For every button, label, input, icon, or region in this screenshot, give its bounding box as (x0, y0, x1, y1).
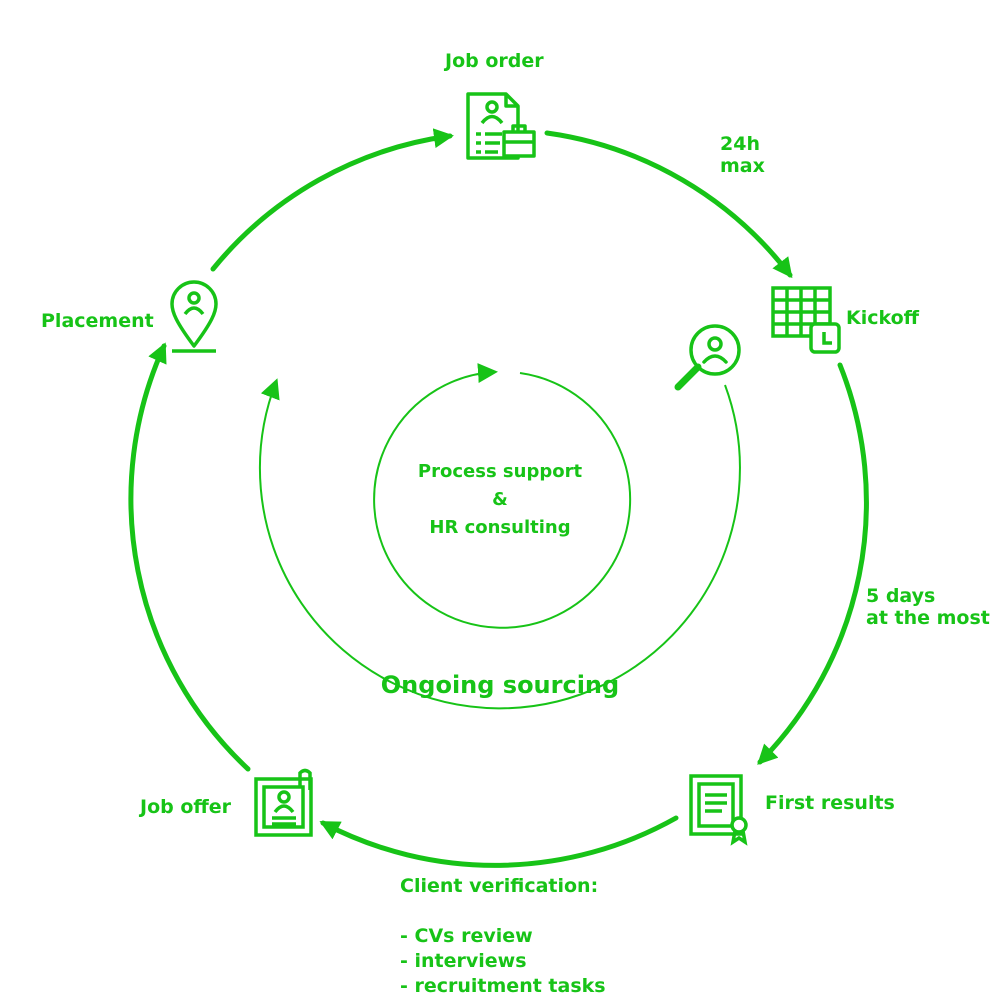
step-label-kickoff: Kickoff (846, 307, 920, 329)
calendar-clock-icon (771, 286, 841, 354)
center-text: Process support & HR consulting (400, 458, 600, 542)
client-verification-item: - CVs review (400, 925, 533, 947)
step-label-job-offer: Job offer (140, 796, 232, 818)
arc-job-offer-to-placement (128, 342, 251, 772)
timing-24h-max: 24h max (720, 133, 765, 178)
timing-5-days: 5 days at the most (866, 585, 990, 630)
arc-placement-to-job-order (210, 128, 454, 272)
process-support-loop (373, 363, 632, 629)
timing-24h-line1: 24h (720, 133, 760, 155)
client-verification-title: Client verification: (400, 875, 599, 897)
resume-briefcase-icon (466, 92, 536, 160)
contract-clipboard-icon (254, 768, 313, 837)
search-person-icon (674, 324, 741, 391)
client-verification: Client verification: - CVs review - inte… (400, 874, 606, 999)
ongoing-sourcing-loop (258, 378, 741, 710)
arc-first-results-to-job-offer (319, 815, 679, 868)
client-verification-item: - interviews (400, 950, 527, 972)
arc-job-order-to-kickoff (544, 130, 793, 279)
timing-24h-line2: max (720, 154, 765, 177)
step-label-first-results: First results (765, 792, 895, 814)
center-line-3: HR consulting (429, 517, 571, 538)
ongoing-sourcing-label: Ongoing sourcing (380, 671, 620, 699)
step-label-job-order: Job order (445, 50, 544, 72)
location-person-pin-icon (170, 280, 218, 353)
center-line-2: & (492, 489, 508, 510)
timing-5-days-line2: at the most (866, 606, 990, 629)
arc-kickoff-to-first-results (757, 362, 869, 765)
step-label-placement: Placement (41, 310, 154, 332)
certificate-document-icon (689, 774, 748, 846)
client-verification-item: - recruitment tasks (400, 975, 606, 997)
timing-5-days-line1: 5 days (866, 585, 936, 607)
center-line-1: Process support (417, 461, 583, 482)
